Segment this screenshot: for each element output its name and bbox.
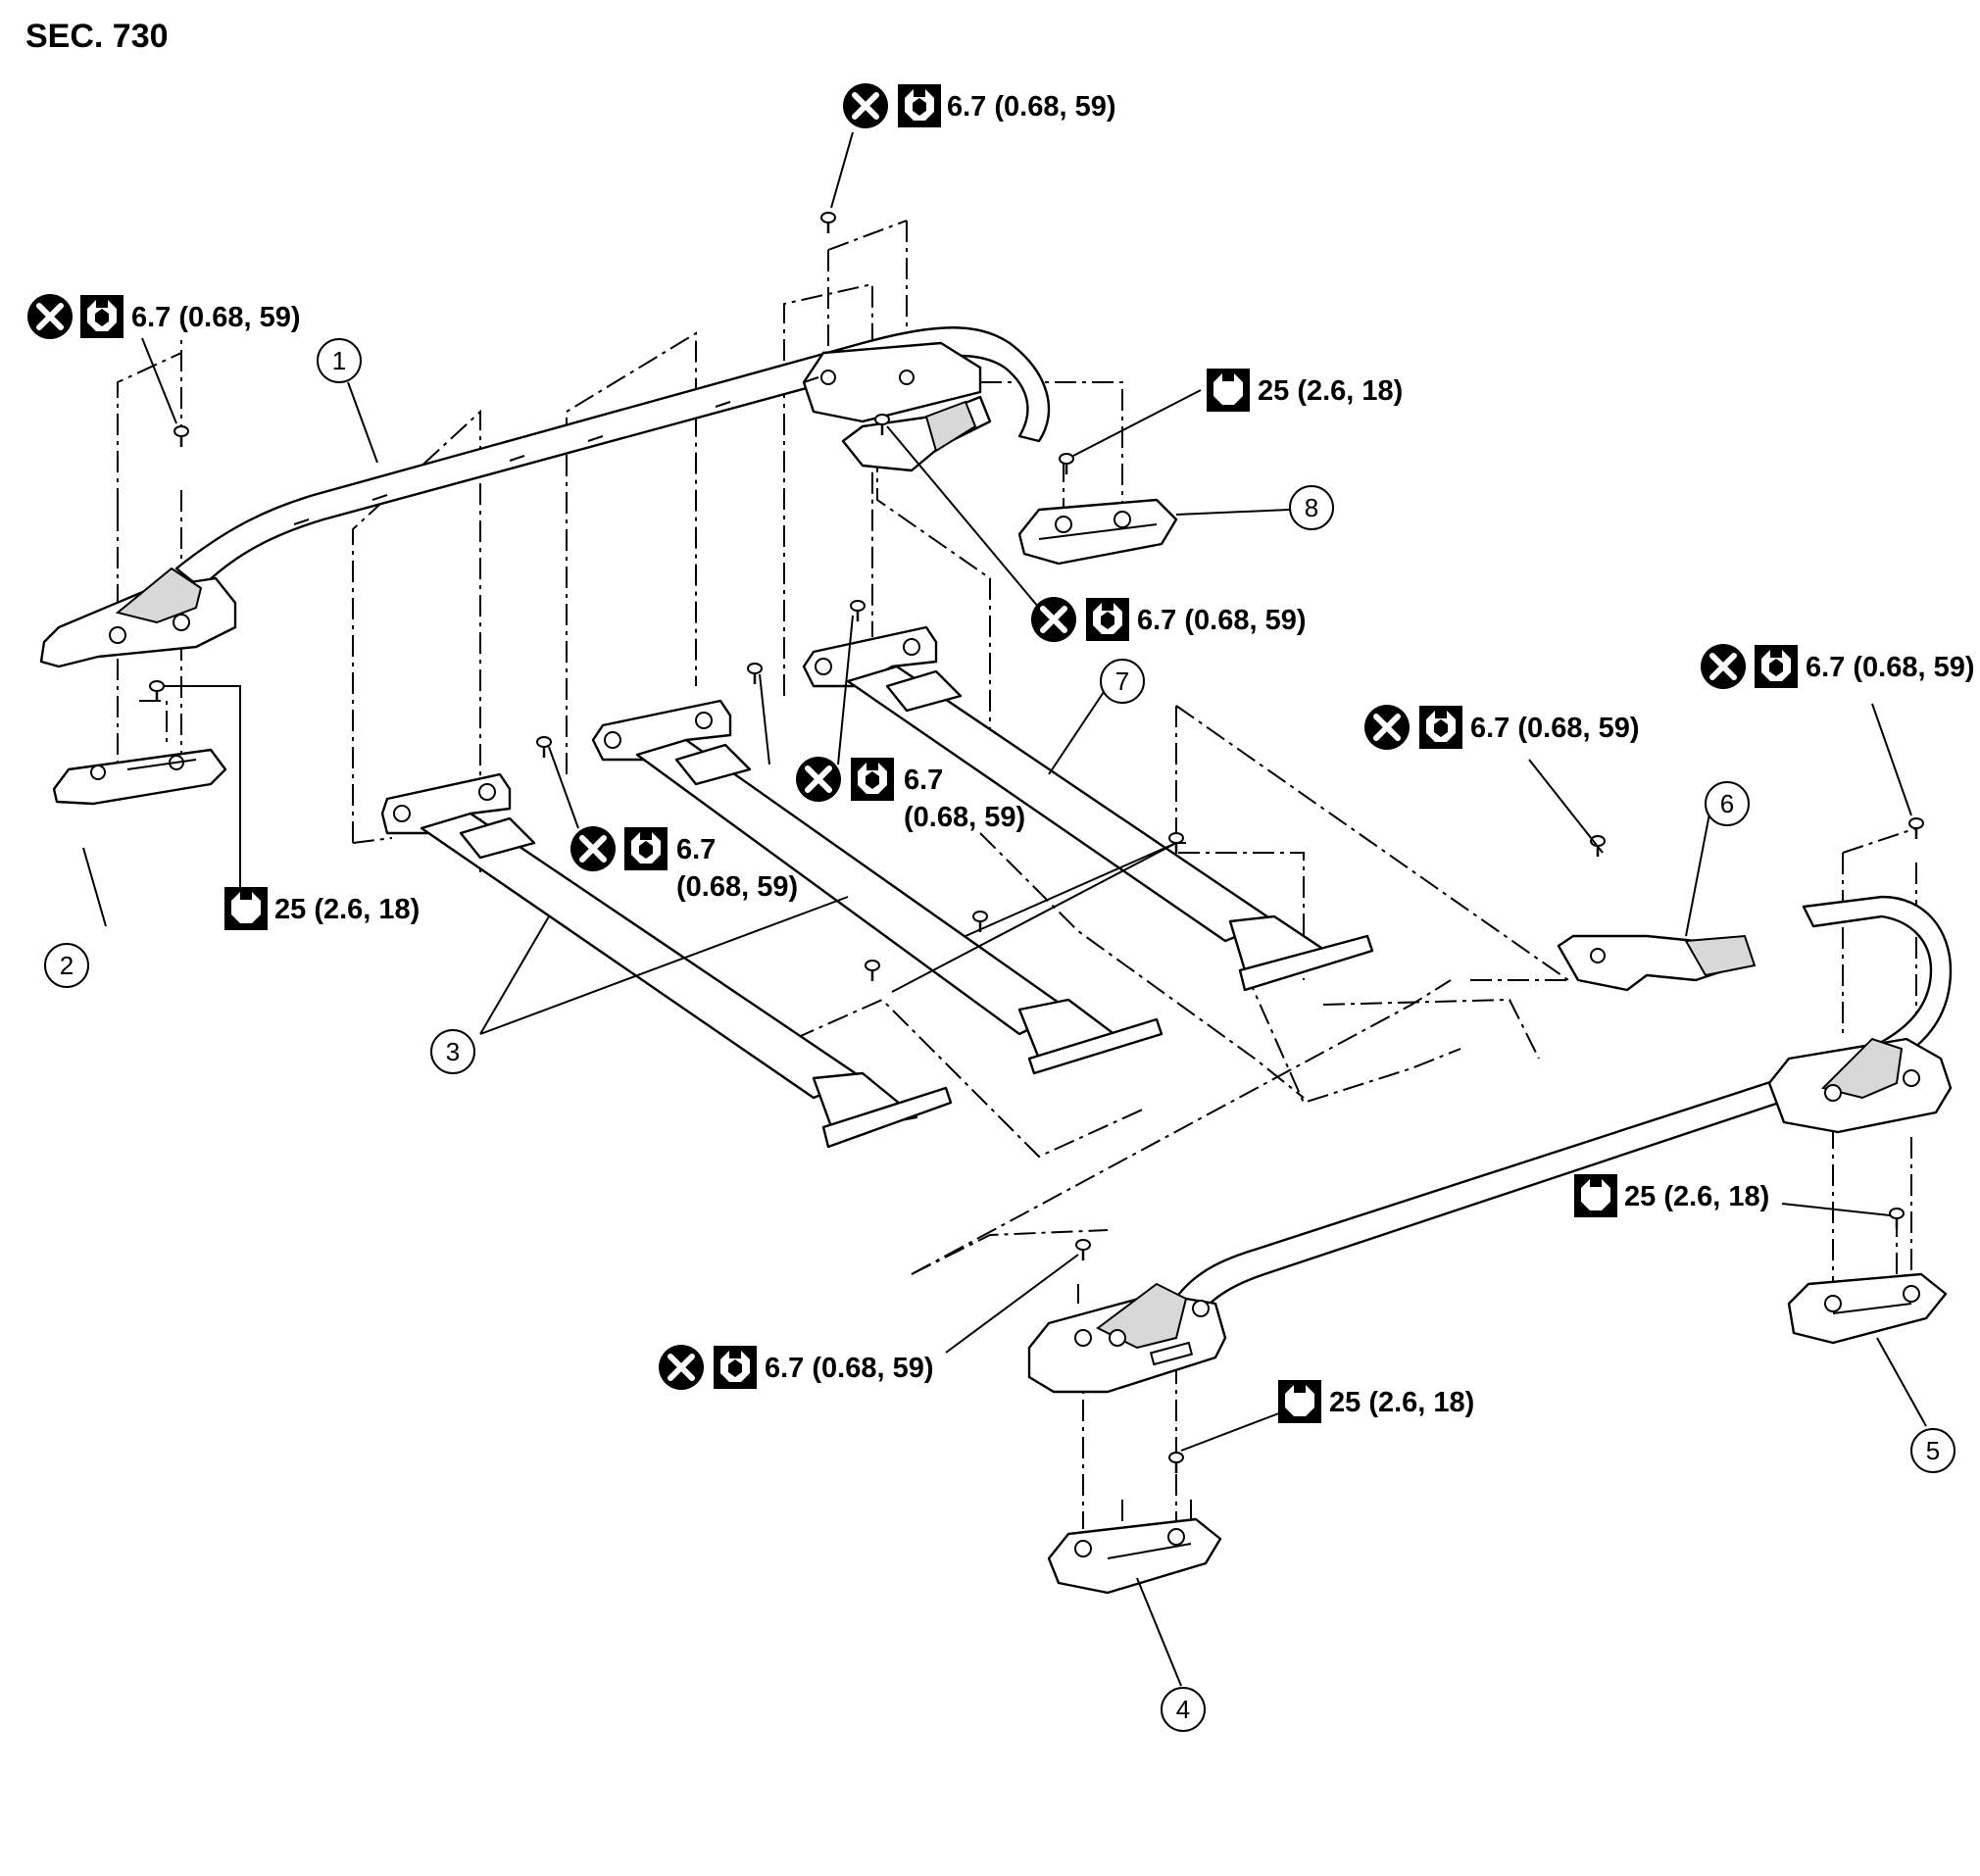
torque-value: 25 (2.6, 18) [1329,1387,1474,1418]
svg-text:3: 3 [446,1037,460,1066]
torque-value: 6.7 (0.68, 59) [1470,713,1640,744]
torque-value: 6.7 [904,765,943,796]
callout-2: 2 [44,943,89,988]
torque-value: 6.7 [676,834,716,865]
torque-value: 6.7 (0.68, 59) [765,1353,934,1384]
torque-spec-top: 6.7 (0.68, 59) [843,83,1116,128]
torque-with-thread-lock-icon [80,295,124,338]
torque-with-thread-lock-icon [1086,598,1129,641]
torque-wrench-icon [1278,1380,1321,1423]
torque-with-thread-lock-icon [851,758,894,801]
torque-spec-front-lower: 6.7 (0.68, 59) [659,1345,934,1390]
do-not-reuse-icon [659,1345,704,1390]
torque-wrench-icon [1574,1174,1617,1217]
callout-7: 7 [1100,659,1145,704]
roof-rail-left [39,326,1051,668]
torque-with-thread-lock-icon [1419,706,1462,749]
alignment-lines [117,220,1917,1558]
rear-base-right [1017,498,1178,566]
torque-wrench-icon [1207,369,1250,412]
torque-spec-rail6: 6.7 (0.68, 59) [1364,705,1640,750]
callout-1: 1 [317,338,362,383]
svg-text:7: 7 [1115,666,1129,696]
do-not-reuse-icon [843,83,888,128]
callout-4: 4 [1161,1687,1206,1732]
do-not-reuse-icon [1701,644,1746,689]
torque-value-unit: (0.68, 59) [676,871,798,903]
torque-spec-crossbar-front: 6.7 (0.68, 59) [570,826,798,903]
svg-text:4: 4 [1176,1695,1190,1724]
section-title: SEC. 730 [25,18,169,55]
torque-with-thread-lock-icon [714,1346,757,1389]
torque-spec-base2: 25 (2.6, 18) [224,887,420,930]
do-not-reuse-icon [1031,597,1076,642]
callout-6: 6 [1705,781,1750,826]
torque-wrench-icon [224,887,268,930]
callout-8: 8 [1289,485,1334,530]
torque-value: 25 (2.6, 18) [1624,1181,1769,1212]
torque-spec-rear-cover: 6.7 (0.68, 59) [1031,597,1307,642]
front-base-lower [1047,1517,1222,1595]
front-base-right [1787,1272,1948,1345]
torque-with-thread-lock-icon [1755,645,1798,688]
callout-3: 3 [430,1029,475,1074]
torque-spec-left: 6.7 (0.68, 59) [27,294,301,339]
crossbar-front [380,772,953,1149]
roof-rail-right [1027,895,1953,1394]
svg-text:2: 2 [60,951,74,980]
torque-value-unit: (0.68, 59) [904,802,1025,833]
front-base-left [52,748,227,806]
torque-spec-base5: 25 (2.6, 18) [1574,1174,1769,1217]
do-not-reuse-icon [1364,705,1410,750]
crossbar-middle [591,699,1163,1075]
do-not-reuse-icon [27,294,73,339]
leader-lines [82,131,1927,1687]
torque-value: 6.7 (0.68, 59) [947,91,1116,123]
torque-spec-base4: 25 (2.6, 18) [1278,1380,1474,1423]
torque-with-thread-lock-icon [898,84,941,127]
torque-with-thread-lock-icon [624,827,668,870]
torque-value: 6.7 (0.68, 59) [1137,605,1307,636]
callout-5: 5 [1910,1428,1955,1473]
svg-text:1: 1 [332,346,346,375]
crossbar-rear [802,625,1374,992]
svg-text:5: 5 [1926,1436,1940,1465]
torque-value: 25 (2.6, 18) [274,894,420,925]
torque-spec-right: 6.7 (0.68, 59) [1701,644,1975,689]
do-not-reuse-icon [570,826,616,871]
torque-spec-crossbar-middle: 6.7 (0.68, 59) [796,757,1025,833]
svg-text:6: 6 [1720,789,1734,818]
svg-text:8: 8 [1305,493,1318,522]
torque-value: 6.7 (0.68, 59) [131,302,301,333]
torque-spec-base8: 25 (2.6, 18) [1207,369,1403,412]
torque-value: 25 (2.6, 18) [1258,375,1403,407]
do-not-reuse-icon [796,757,841,802]
torque-value: 6.7 (0.68, 59) [1806,652,1975,683]
